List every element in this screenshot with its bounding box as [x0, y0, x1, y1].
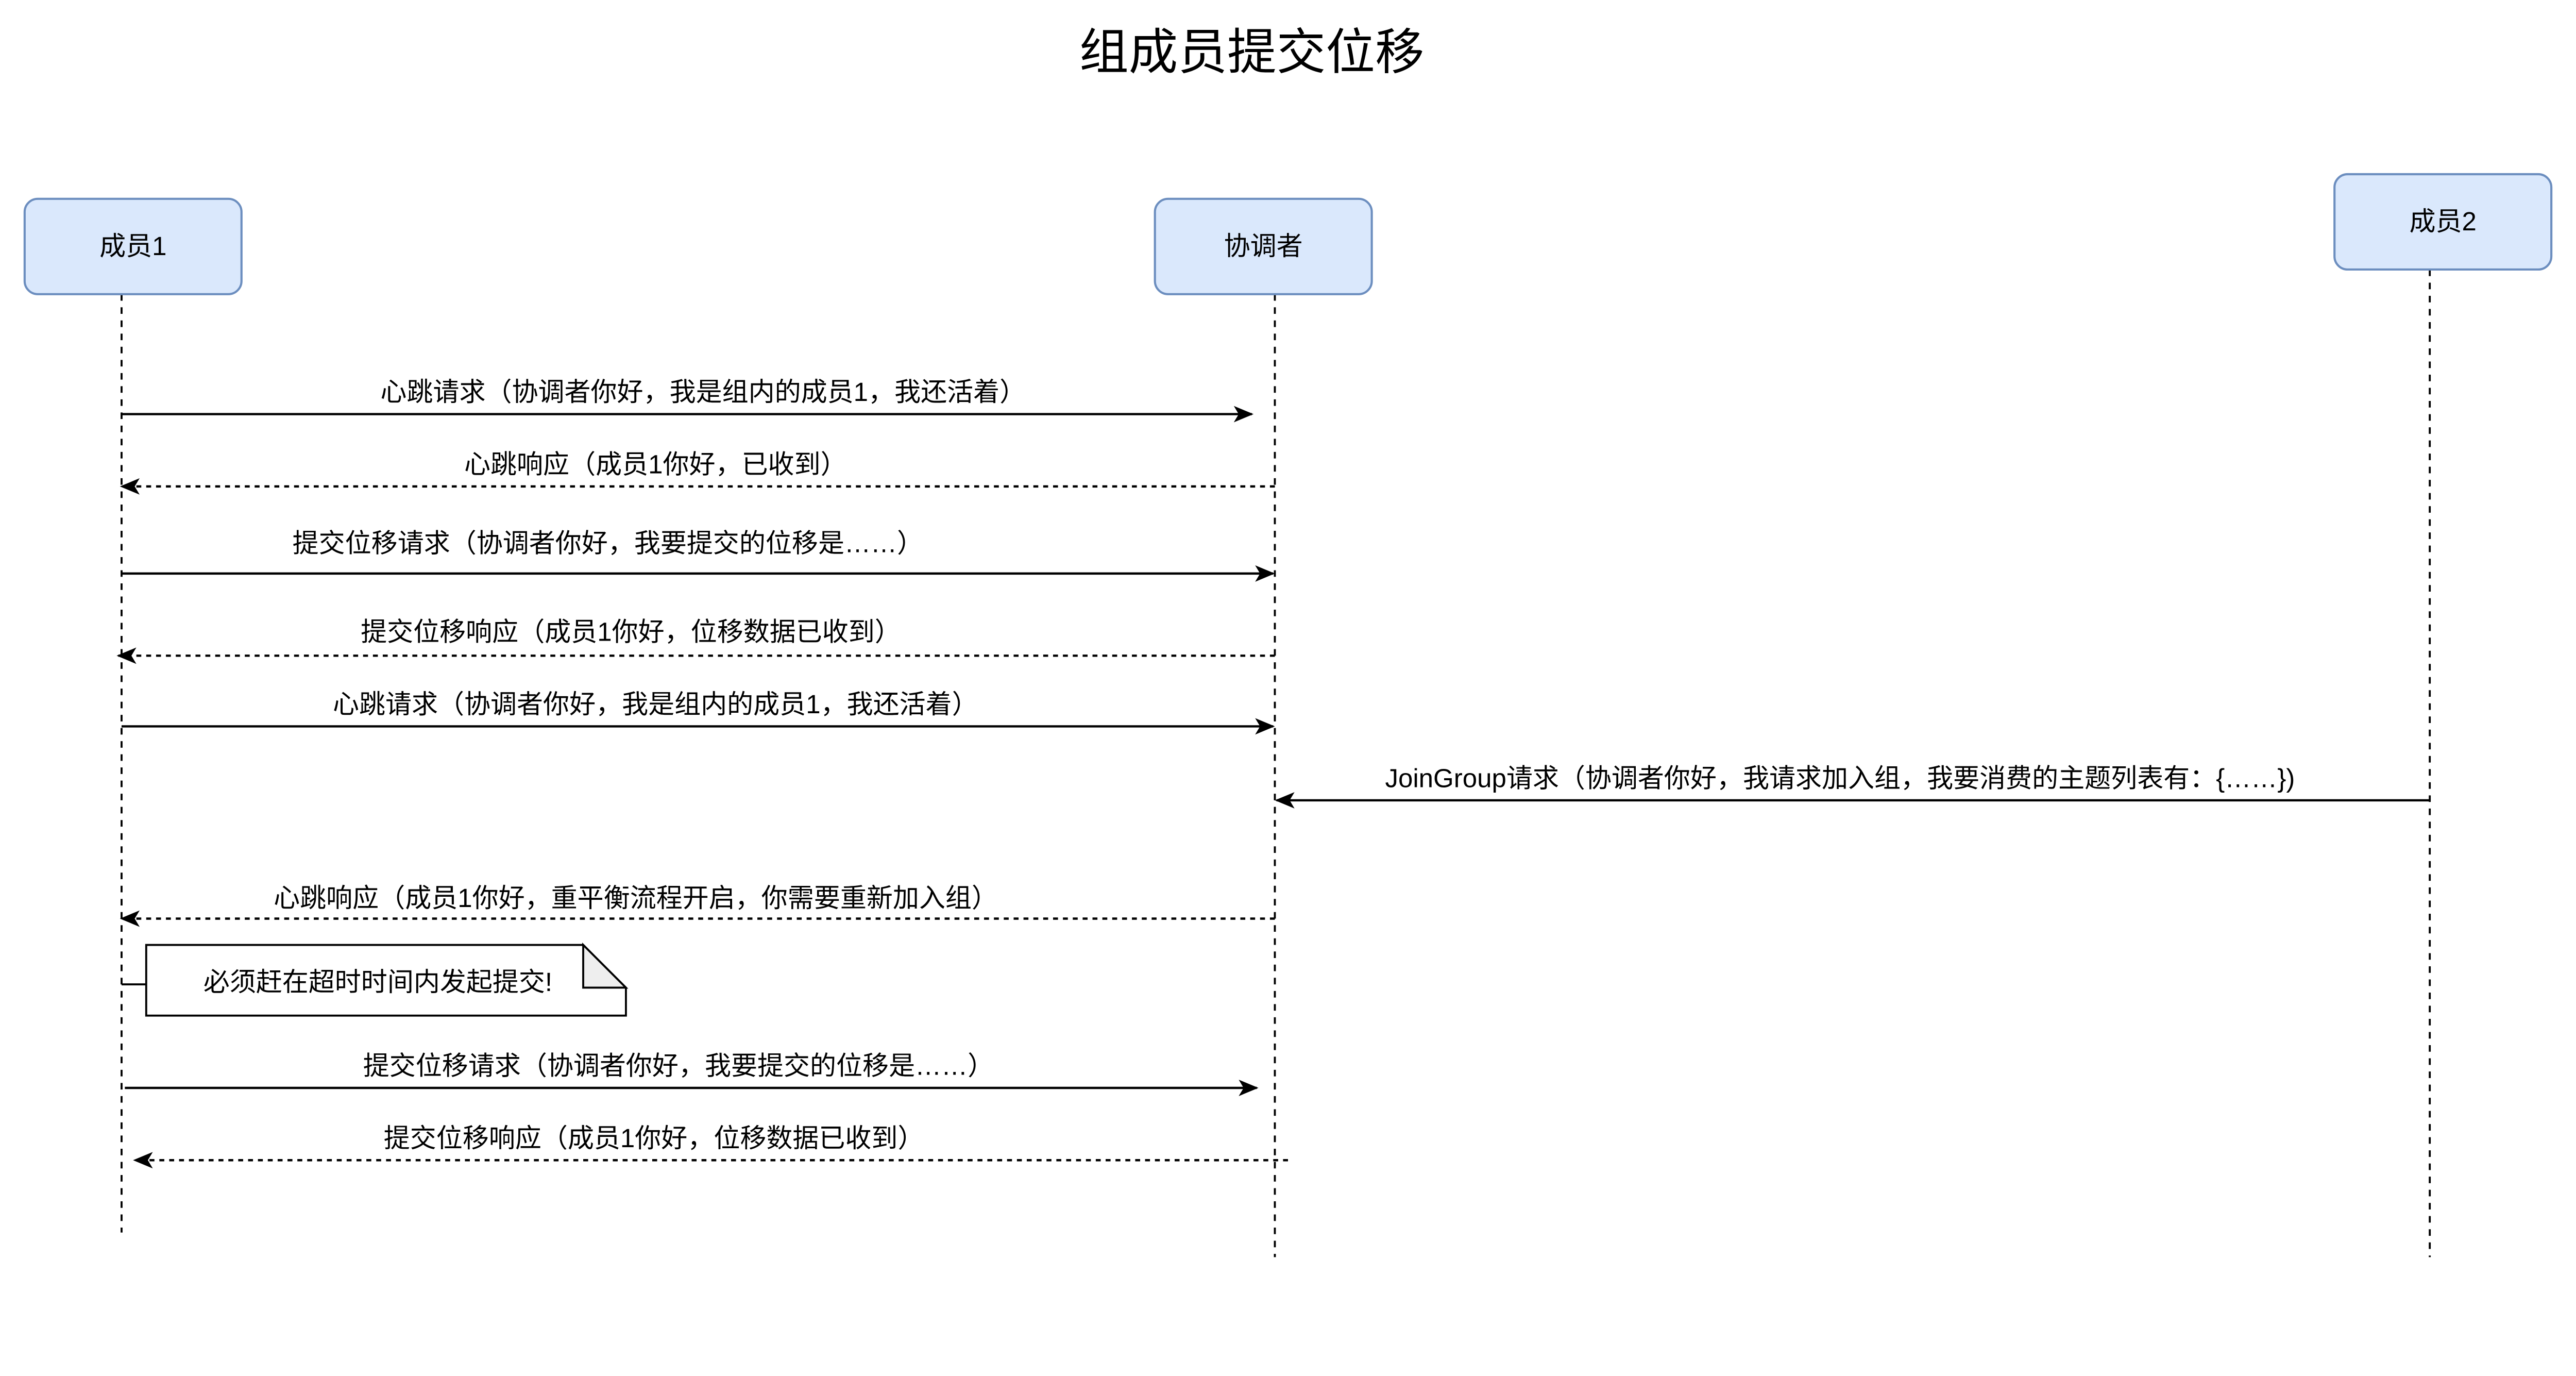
message-label: 心跳请求（协调者你好，我是组内的成员1，我还活着）	[380, 377, 1026, 407]
message-label: 心跳响应（成员1你好，已收到）	[464, 449, 847, 479]
message-commit-response-1[interactable]: 提交位移响应（成员1你好，位移数据已收到）	[116, 617, 1275, 664]
participant-member2[interactable]: 成员2	[2333, 173, 2553, 271]
message-heartbeat-request-1[interactable]: 心跳请求（协调者你好，我是组内的成员1，我还活着）	[121, 377, 1254, 423]
message-label: JoinGroup请求（协调者你好，我请求加入组，我要消费的主题列表有：{……}…	[1385, 763, 2295, 793]
message-commit-response-2[interactable]: 提交位移响应（成员1你好，位移数据已收到）	[133, 1123, 1288, 1169]
message-label: 心跳响应（成员1你好，重平衡流程开启，你需要重新加入组）	[274, 883, 998, 913]
sequence-diagram: 组成员提交位移 成员1 协调者 成员2 心跳请求（协调者你好，我是组内的成员1，…	[23, 25, 2553, 1257]
message-heartbeat-request-2[interactable]: 心跳请求（协调者你好，我是组内的成员1，我还活着）	[121, 690, 1275, 735]
note-text: 必须赶在超时时间内发起提交!	[204, 967, 552, 997]
message-joingroup-request[interactable]: JoinGroup请求（协调者你好，我请求加入组，我要消费的主题列表有：{……}…	[1275, 763, 2430, 809]
message-label: 提交位移响应（成员1你好，位移数据已收到）	[361, 617, 901, 647]
participant-coordinator[interactable]: 协调者	[1154, 197, 1373, 295]
message-label: 提交位移请求（协调者你好，我要提交的位移是……）	[293, 528, 923, 558]
participant-label: 成员2	[2409, 207, 2476, 236]
message-label: 心跳请求（协调者你好，我是组内的成员1，我还活着）	[333, 690, 978, 719]
message-label: 提交位移响应（成员1你好，位移数据已收到）	[384, 1123, 924, 1153]
message-heartbeat-response-1[interactable]: 心跳响应（成员1你好，已收到）	[120, 449, 1275, 495]
message-label: 提交位移请求（协调者你好，我要提交的位移是……）	[363, 1051, 994, 1080]
participant-label: 成员1	[99, 231, 166, 261]
participant-label: 协调者	[1224, 231, 1303, 261]
participant-member1[interactable]: 成员1	[23, 197, 243, 295]
message-heartbeat-response-rebalance[interactable]: 心跳响应（成员1你好，重平衡流程开启，你需要重新加入组）	[120, 883, 1275, 927]
message-commit-request-1[interactable]: 提交位移请求（协调者你好，我要提交的位移是……）	[121, 528, 1275, 582]
note-commit-deadline[interactable]: 必须赶在超时时间内发起提交!	[121, 942, 629, 1017]
message-commit-request-2[interactable]: 提交位移请求（协调者你好，我要提交的位移是……）	[125, 1051, 1259, 1096]
diagram-title: 组成员提交位移	[1079, 25, 1425, 80]
